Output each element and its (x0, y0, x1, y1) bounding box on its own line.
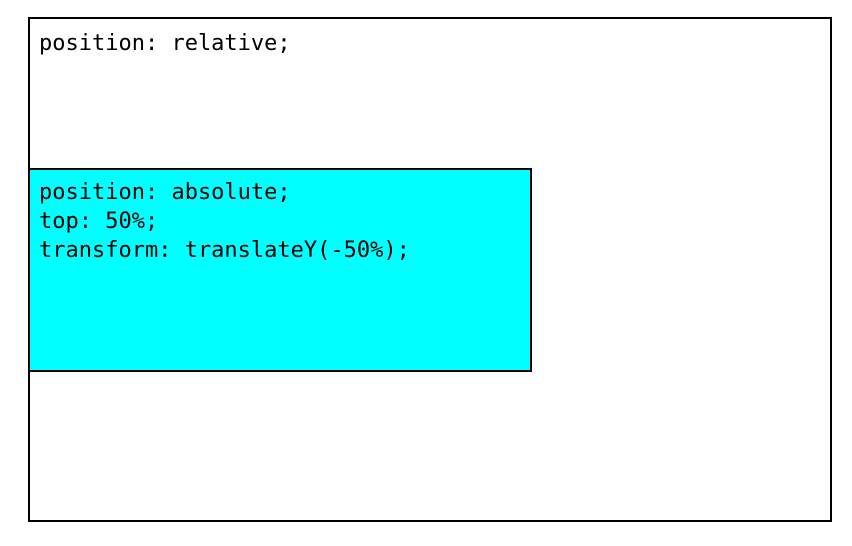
absolute-box-code: position: absolute; top: 50%; transform:… (39, 178, 410, 265)
absolute-centered-box: position: absolute; top: 50%; transform:… (28, 168, 532, 372)
relative-container: position: relative; position: absolute; … (28, 17, 832, 522)
code-line-top: top: 50%; (39, 209, 159, 234)
relative-container-label: position: relative; (39, 31, 291, 56)
code-line-position: position: absolute; (39, 180, 291, 205)
code-line-transform: transform: translateY(-50%); (39, 238, 410, 263)
